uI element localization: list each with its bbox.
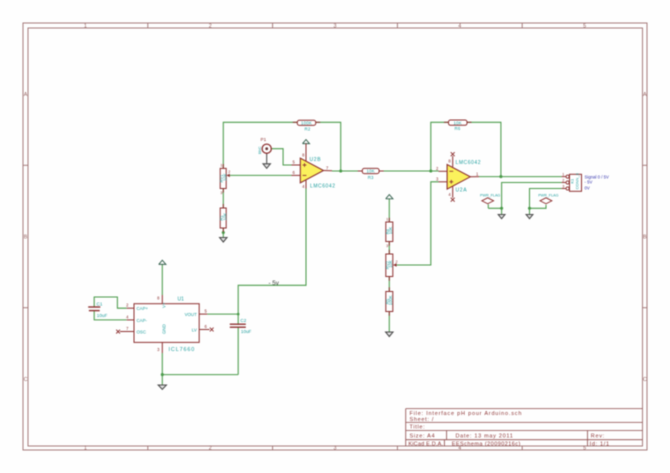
- svg-text:LMC6042: LMC6042: [310, 183, 336, 189]
- svg-text:3: 3: [220, 191, 222, 195]
- svg-text:1: 1: [562, 172, 564, 176]
- svg-text:2: 2: [209, 446, 212, 452]
- svg-text:100K: 100K: [301, 121, 312, 126]
- svg-text:CAP-: CAP-: [137, 318, 148, 323]
- svg-text:2: 2: [228, 170, 230, 174]
- svg-text:- 5V: - 5V: [585, 180, 593, 185]
- svg-text:0V: 0V: [585, 185, 590, 190]
- svg-text:C: C: [643, 377, 647, 383]
- svg-text:10K: 10K: [388, 260, 393, 268]
- svg-text:CONN_3: CONN_3: [575, 172, 580, 189]
- svg-text:Title:: Title:: [410, 425, 426, 431]
- svg-text:100K: 100K: [388, 295, 393, 305]
- svg-text:R4: R4: [385, 228, 390, 234]
- svg-text:8: 8: [302, 153, 305, 158]
- svg-text:R3: R3: [368, 175, 374, 180]
- svg-text:R6: R6: [455, 126, 461, 131]
- svg-text:ICL7660: ICL7660: [169, 347, 196, 353]
- svg-text:2: 2: [436, 166, 439, 171]
- svg-text:5: 5: [583, 446, 586, 452]
- svg-text:5: 5: [583, 24, 586, 30]
- svg-text:4: 4: [448, 192, 451, 197]
- svg-text:3: 3: [334, 24, 337, 30]
- svg-text:C: C: [24, 377, 28, 383]
- svg-text:2: 2: [562, 178, 564, 182]
- svg-text:R2: R2: [305, 126, 311, 131]
- svg-text:2: 2: [209, 24, 212, 30]
- svg-text:A: A: [24, 92, 28, 98]
- svg-text:10K: 10K: [223, 213, 228, 221]
- svg-text:RV1: RV1: [219, 174, 224, 183]
- svg-text:3: 3: [436, 176, 439, 181]
- svg-text:1: 1: [84, 446, 87, 452]
- svg-text:3: 3: [562, 184, 564, 188]
- svg-text:10uF: 10uF: [241, 329, 252, 334]
- svg-text:PWR_FLAG: PWR_FLAG: [480, 193, 500, 197]
- svg-text:3: 3: [157, 347, 160, 352]
- svg-text:Rev:: Rev:: [591, 434, 605, 440]
- svg-text:6: 6: [205, 324, 208, 329]
- svg-text:A: A: [643, 92, 647, 98]
- svg-text:2: 2: [126, 303, 129, 308]
- svg-text:U2B: U2B: [310, 157, 322, 163]
- svg-text:8: 8: [448, 159, 451, 164]
- svg-text:1: 1: [476, 171, 479, 176]
- svg-text:1: 1: [84, 24, 87, 30]
- svg-text:4: 4: [126, 314, 129, 319]
- svg-text:3: 3: [386, 244, 388, 248]
- svg-text:LMC6042: LMC6042: [456, 160, 482, 166]
- svg-text:OSC: OSC: [137, 329, 147, 334]
- svg-text:R1: R1: [219, 215, 224, 221]
- svg-text:7: 7: [326, 165, 329, 170]
- svg-text:5: 5: [205, 309, 208, 314]
- svg-text:10K: 10K: [453, 120, 461, 125]
- svg-text:- 5v: - 5v: [269, 280, 280, 287]
- svg-text:EESchema (20090216c): EESchema (20090216c): [452, 441, 521, 447]
- svg-text:V+: V+: [161, 302, 166, 308]
- svg-text:10K: 10K: [223, 173, 228, 181]
- svg-text:6: 6: [293, 170, 296, 175]
- svg-text:Sheet: /: Sheet: /: [410, 417, 435, 423]
- svg-text:5: 5: [293, 160, 296, 165]
- svg-text:RV2: RV2: [385, 260, 390, 269]
- svg-text:B: B: [643, 235, 647, 241]
- svg-text:VOUT: VOUT: [185, 312, 198, 317]
- svg-text:CAP+: CAP+: [137, 306, 149, 311]
- svg-text:K1: K1: [570, 178, 575, 184]
- svg-text:P1: P1: [261, 137, 267, 142]
- svg-text:2: 2: [396, 260, 398, 264]
- svg-text:4: 4: [458, 446, 461, 452]
- svg-text:10uF: 10uF: [97, 313, 108, 318]
- svg-text:C2: C2: [240, 318, 246, 323]
- svg-text:U1: U1: [178, 296, 185, 302]
- svg-text:Size: A4: Size: A4: [410, 434, 436, 440]
- svg-text:4: 4: [302, 184, 305, 189]
- svg-text:U2A: U2A: [456, 187, 468, 193]
- svg-text:1: 1: [386, 217, 388, 221]
- svg-text:KiCad E.D.A.: KiCad E.D.A.: [408, 441, 443, 447]
- svg-text:7: 7: [126, 326, 129, 331]
- svg-text:8: 8: [157, 296, 160, 301]
- svg-text:C1: C1: [97, 301, 103, 306]
- svg-text:4: 4: [458, 24, 461, 30]
- svg-text:R5: R5: [385, 298, 390, 304]
- svg-text:PWR_FLAG: PWR_FLAG: [538, 193, 558, 197]
- svg-text:3: 3: [334, 446, 337, 452]
- svg-text:Id: 1/1: Id: 1/1: [590, 441, 610, 447]
- svg-text:GND: GND: [161, 324, 166, 334]
- svg-text:1: 1: [220, 164, 222, 168]
- svg-text:10K: 10K: [366, 169, 374, 174]
- svg-text:Signal 0 / 5V: Signal 0 / 5V: [585, 174, 609, 179]
- svg-text:LV: LV: [192, 327, 197, 332]
- svg-text:BNC: BNC: [258, 146, 262, 154]
- svg-text:B: B: [24, 235, 28, 241]
- svg-text:File: Interface pH pour Arduin: File: Interface pH pour Arduino.sch: [410, 411, 523, 417]
- svg-text:10K: 10K: [388, 227, 393, 235]
- svg-text:Date: 13 may 2011: Date: 13 may 2011: [456, 434, 514, 440]
